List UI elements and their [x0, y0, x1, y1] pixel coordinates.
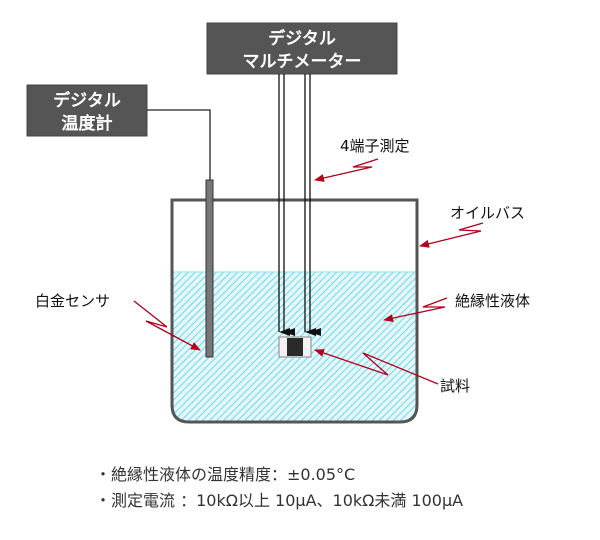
thermometer-cable	[147, 109, 211, 180]
label-insulating-liquid: 絶縁性液体	[455, 292, 530, 310]
label-platinum-sensor: 白金センサ	[35, 292, 110, 310]
leader-insulating-liquid	[383, 297, 448, 323]
multimeter-label-line2: マルチメーター	[243, 52, 362, 72]
thermometer-label-line1: デジタル	[53, 90, 121, 111]
thermometer-label-line2: 温度計	[62, 113, 113, 134]
multimeter-label-line1: デジタル	[268, 28, 336, 49]
digital-multimeter-box	[206, 22, 398, 75]
leader-platinum-sensor	[133, 300, 201, 351]
label-sample: 試料	[440, 377, 470, 395]
platinum-sensor-rod	[205, 179, 214, 358]
label-four-terminal: 4端子測定	[340, 137, 410, 155]
note-measurement-current: ・測定電流 ：10kΩ以上 10μA、10kΩ未満 100μA	[95, 491, 463, 510]
note-temperature-accuracy: ・絶縁性液体の温度精度：±0.05°C	[95, 465, 355, 484]
label-oil-bath: オイルバス	[450, 204, 525, 222]
oil-bath-vessel	[170, 198, 419, 424]
digital-thermometer-box	[26, 84, 148, 137]
leader-four-terminal	[314, 158, 379, 182]
leader-oil-bath	[419, 222, 484, 248]
four-terminal-wires	[278, 74, 321, 336]
sample-chip	[278, 336, 312, 358]
leader-lines	[133, 158, 484, 385]
leader-sample	[314, 349, 439, 385]
